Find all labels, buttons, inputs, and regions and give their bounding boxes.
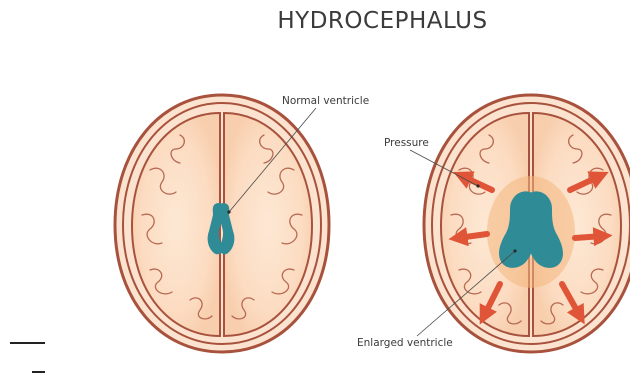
normal-brain <box>115 95 329 352</box>
pressure-arrow <box>458 234 487 238</box>
hydrocephalus-brain <box>424 95 630 352</box>
label-enlarged-ventricle: Enlarged ventricle <box>357 337 453 349</box>
label-pressure: Pressure <box>384 137 429 149</box>
label-normal-ventricle: Normal ventricle <box>282 95 369 107</box>
pressure-arrow <box>575 236 603 238</box>
